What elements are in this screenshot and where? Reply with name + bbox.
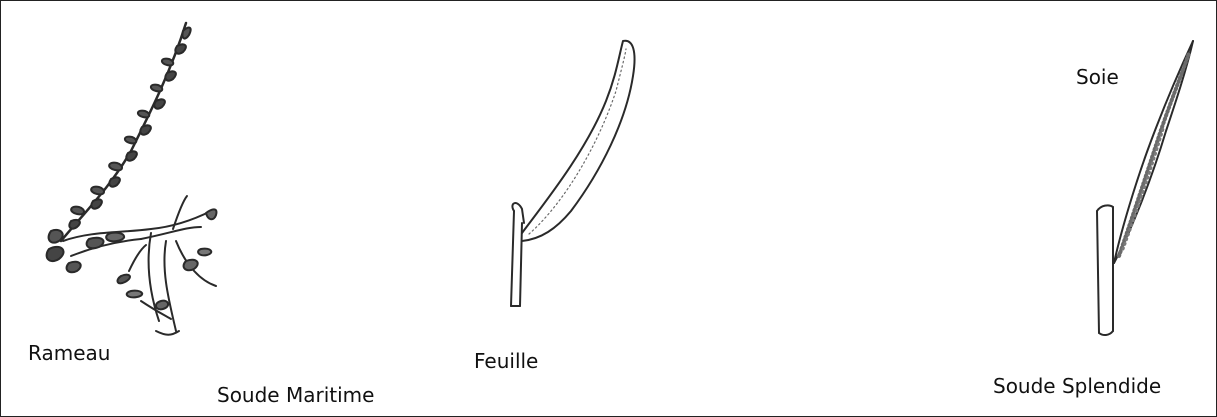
feuille-leaf-drawing — [511, 41, 635, 306]
soie-label: Soie — [1076, 67, 1119, 87]
rameau-label: Rameau — [28, 343, 110, 363]
soude-maritime-label: Soude Maritime — [217, 385, 374, 405]
rameau-branch-drawing — [47, 23, 217, 335]
feuille-label: Feuille — [474, 351, 538, 371]
soude-splendide-label: Soude Splendide — [993, 376, 1161, 396]
